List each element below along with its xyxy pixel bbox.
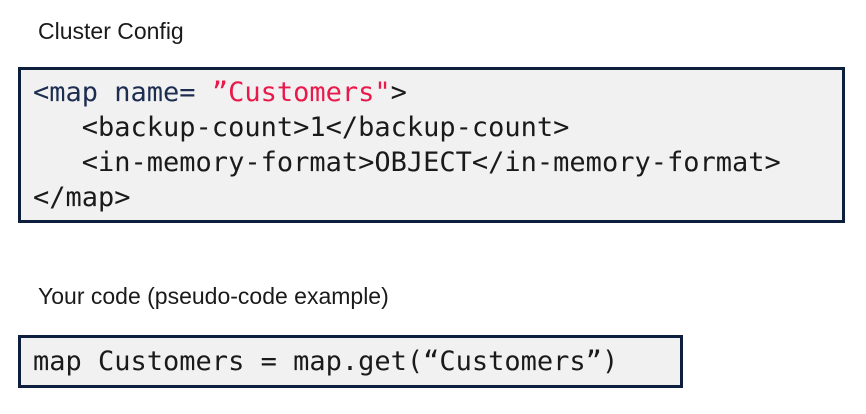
xml-tag-open-segment: <map name= <box>33 77 212 108</box>
cluster-config-heading: Cluster Config <box>38 18 184 44</box>
cluster-config-code-block: <map name= ”Customers"> <backup-count>1<… <box>18 67 845 223</box>
code-line-map-close: </map> <box>33 182 131 213</box>
xml-attr-value-segment: ”Customers" <box>211 77 391 108</box>
code-line-in-memory-format: <in-memory-format>OBJECT</in-memory-form… <box>33 147 781 178</box>
xml-tag-close-segment: > <box>390 77 407 108</box>
pseudo-code-line: map Customers = map.get(“Customers”) <box>33 346 619 377</box>
pseudo-code-block: map Customers = map.get(“Customers”) <box>18 335 683 388</box>
code-line-backup-count: <backup-count>1</backup-count> <box>33 112 570 143</box>
your-code-heading: Your code (pseudo-code example) <box>38 283 389 309</box>
code-line-map-open: <map name= ”Customers"> <box>33 75 830 110</box>
